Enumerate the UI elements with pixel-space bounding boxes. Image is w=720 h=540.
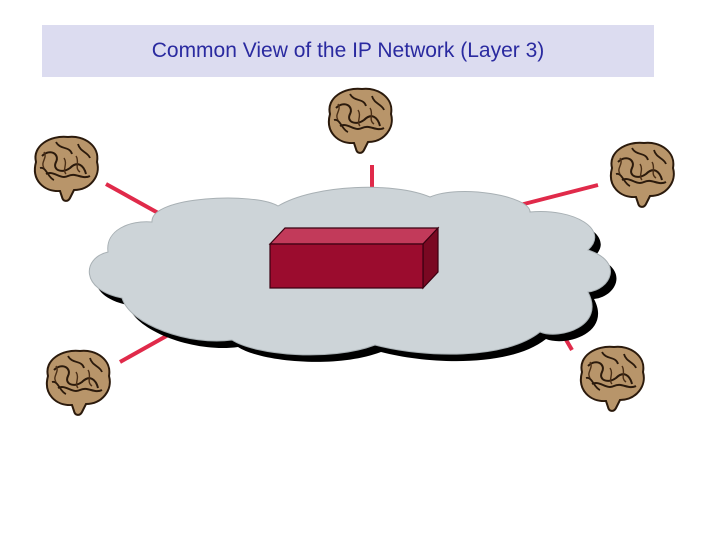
router-top-face <box>268 227 440 245</box>
links <box>105 165 599 364</box>
link-lower-left <box>119 332 171 364</box>
brain-icon <box>33 135 99 202</box>
brain-icon <box>579 345 645 412</box>
router-front-face <box>269 243 424 289</box>
link-upper-right <box>519 183 599 207</box>
brain-icon <box>327 87 393 154</box>
page-title: Common View of the IP Network (Layer 3) <box>151 39 545 62</box>
title-bar: Common View of the IP Network (Layer 3) <box>42 25 654 77</box>
brain-icon <box>609 141 675 208</box>
link-upper-left <box>105 182 161 216</box>
router-box <box>268 226 440 290</box>
brain-icon <box>45 349 111 416</box>
